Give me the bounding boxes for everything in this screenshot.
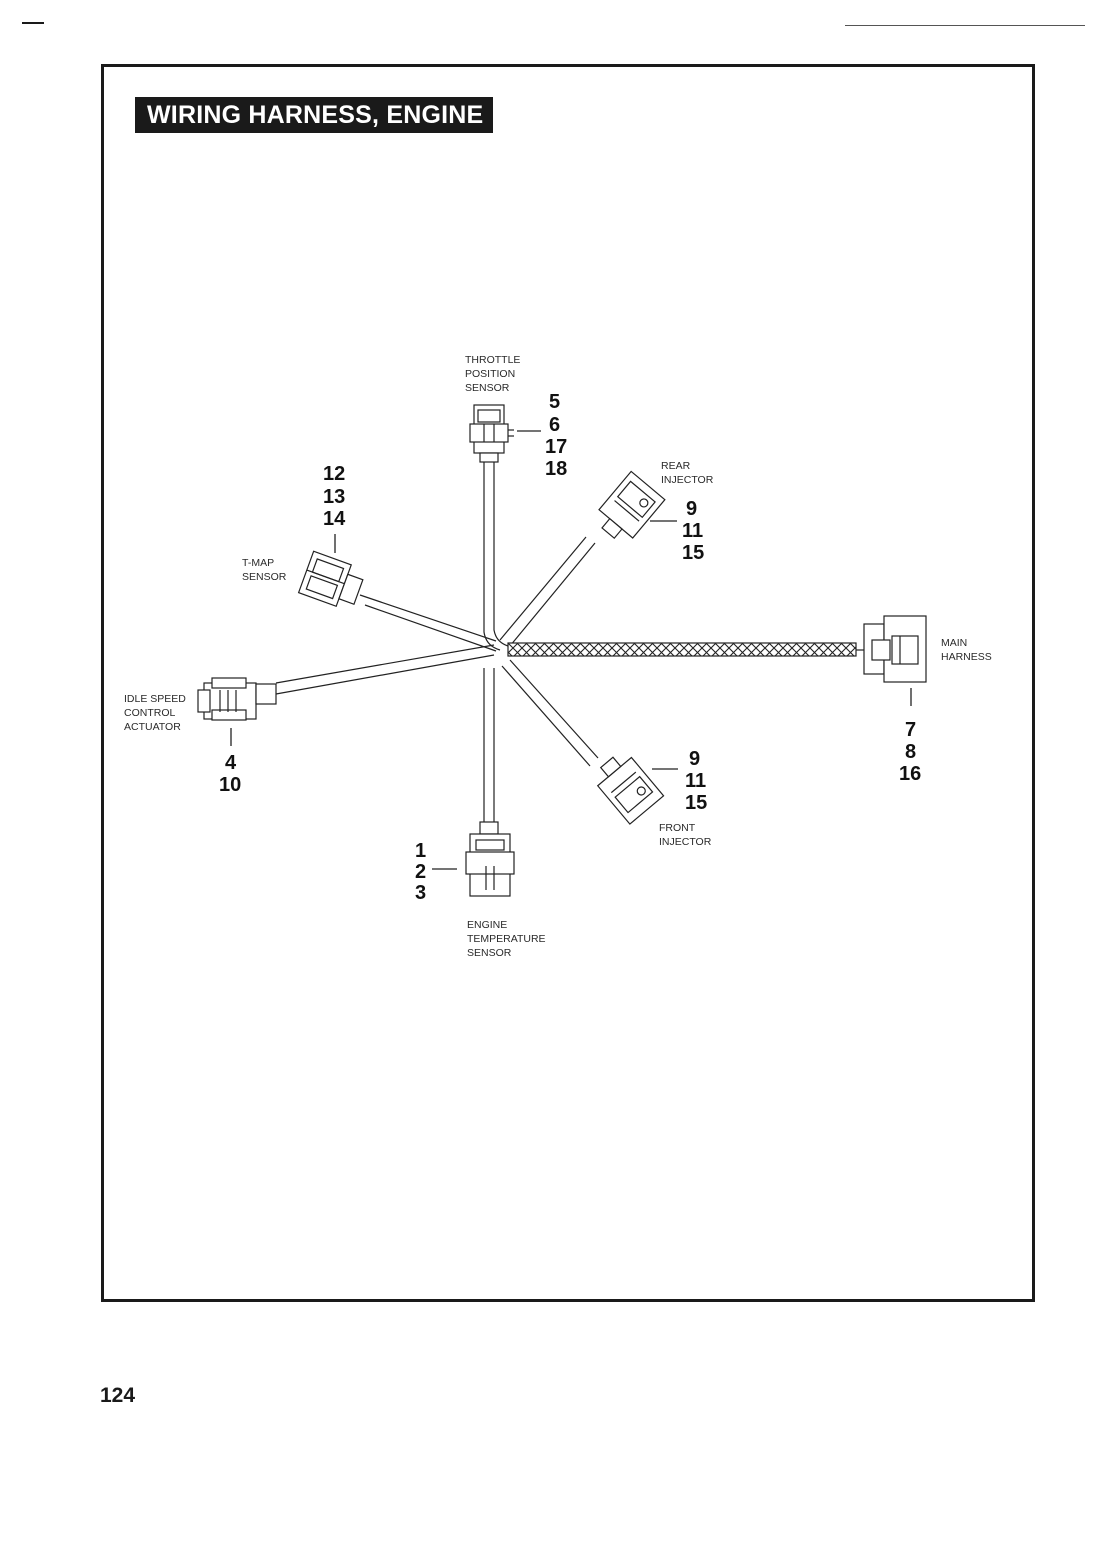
- harness-wires: [275, 462, 599, 822]
- throttle-sensor-connector: [469, 404, 514, 463]
- main-harness-connector: [856, 615, 927, 683]
- front-injector-connector: [596, 756, 665, 825]
- engine-temp-part-numbers: 1 2 3: [415, 840, 432, 904]
- tmap-sensor-connector: [297, 550, 364, 608]
- main-harness-part-numbers: 7 8 16: [899, 719, 922, 785]
- page-frame: [101, 64, 1035, 1302]
- braided-sleeve: [507, 642, 857, 657]
- tmap-part-numbers: 12 13 14: [323, 463, 351, 530]
- throttle-part-numbers: 5 6 17 18: [545, 391, 573, 480]
- wire-rear-injector: [499, 536, 587, 641]
- rear-injector-connector: [598, 470, 666, 540]
- front-injector-part-numbers: 9 11 15: [685, 748, 712, 814]
- top-rule: [845, 25, 1085, 26]
- wire-front-injector: [509, 659, 599, 759]
- rear-injector-label: REAR INJECTOR: [661, 460, 714, 486]
- idle-actuator-connector: [197, 677, 277, 721]
- engine-temp-connector: [465, 821, 515, 897]
- idle-actuator-label: IDLE SPEED CONTROL ACTUATOR: [124, 693, 189, 733]
- idle-part-numbers: 4 10: [219, 752, 242, 796]
- leader-lines: [230, 430, 912, 870]
- front-injector-label: FRONT INJECTOR: [659, 822, 712, 848]
- wire-tmap: [359, 594, 497, 642]
- corner-mark: [22, 22, 44, 24]
- engine-temp-label: ENGINE TEMPERATURE SENSOR: [467, 919, 548, 959]
- throttle-sensor-label: THROTTLE POSITION SENSOR: [465, 354, 523, 394]
- tmap-sensor-label: T-MAP SENSOR: [242, 557, 287, 583]
- wire-throttle: [483, 462, 501, 651]
- rear-injector-part-numbers: 9 11 15: [682, 498, 709, 564]
- page-number: 124: [100, 1384, 136, 1407]
- main-harness-label: MAIN HARNESS: [941, 637, 992, 663]
- page-title: WIRING HARNESS, ENGINE: [135, 97, 494, 133]
- wire-idle: [275, 644, 495, 684]
